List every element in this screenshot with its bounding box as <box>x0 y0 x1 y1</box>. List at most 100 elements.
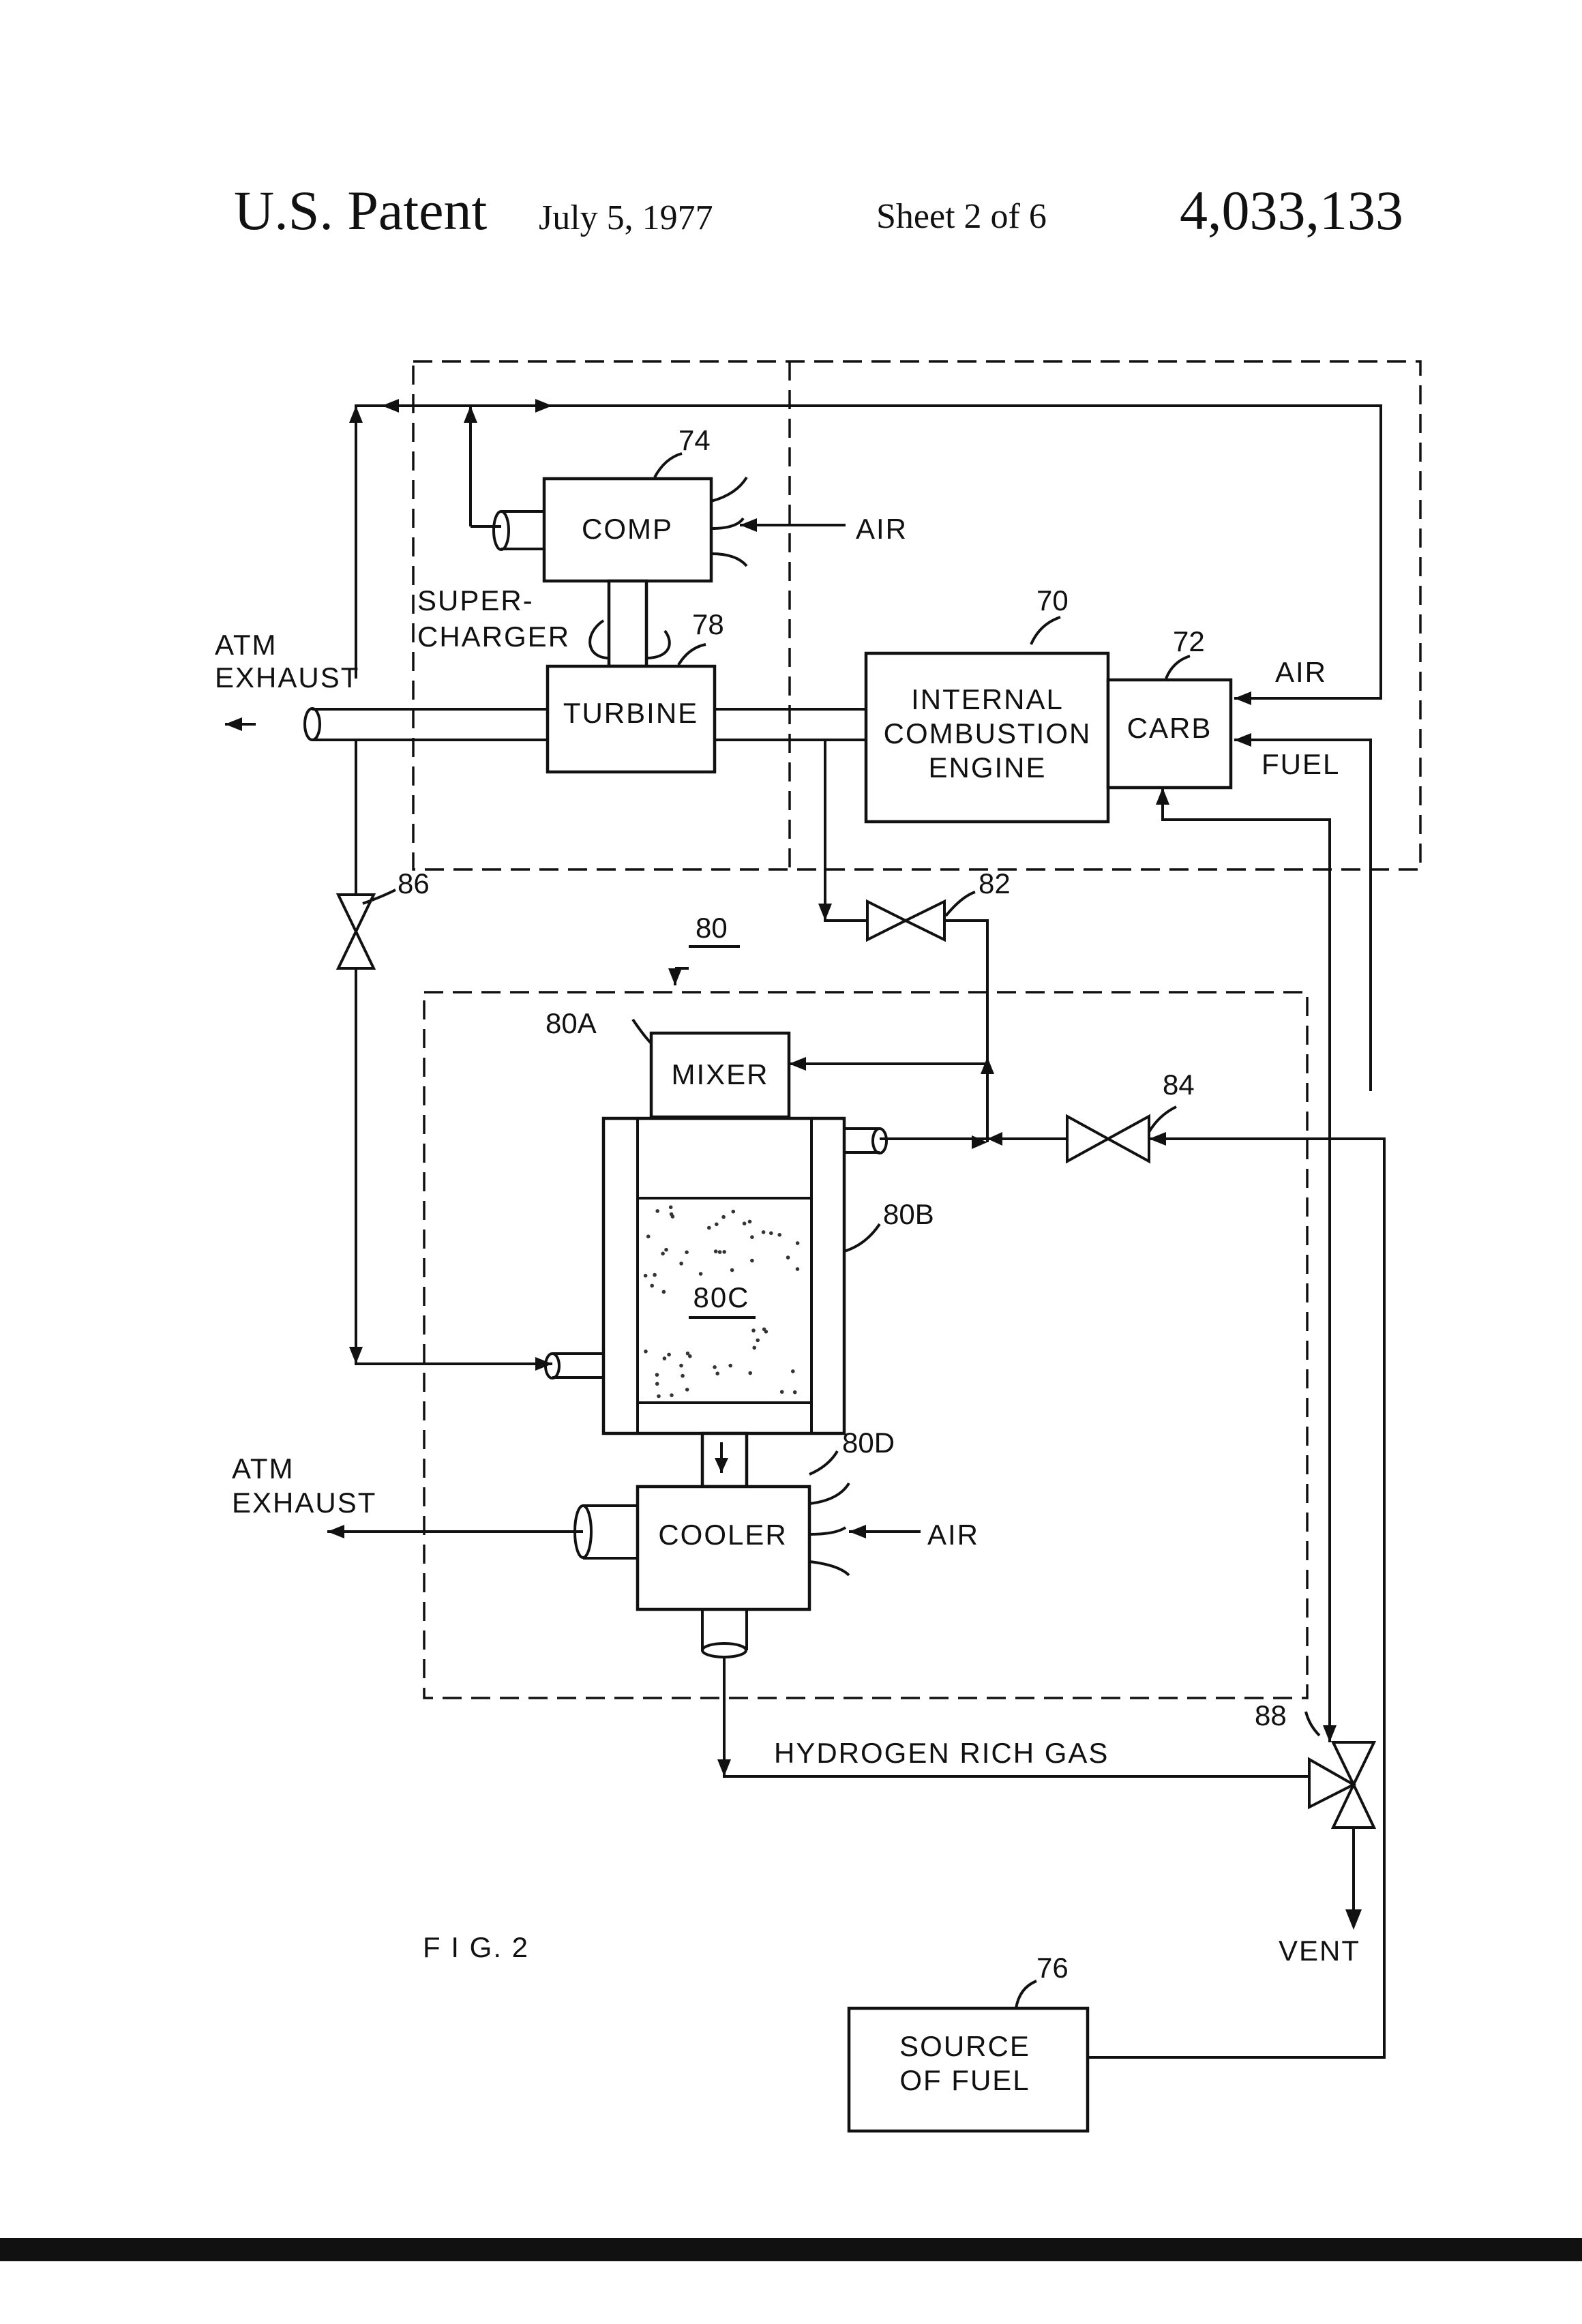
catalyst-speckle <box>762 1328 766 1332</box>
atm-exhaust-bottom-1: ATM <box>232 1452 295 1485</box>
ref-80: 80 <box>696 912 728 944</box>
catalyst-speckle <box>663 1356 667 1360</box>
hydrogen-rich-gas-label: HYDROGEN RICH GAS <box>774 1737 1109 1769</box>
catalyst-speckle <box>732 1210 736 1214</box>
valve-84 <box>1067 1116 1108 1161</box>
catalyst-speckle <box>661 1252 665 1256</box>
catalyst-speckle <box>718 1250 722 1254</box>
figure-caption: F I G. 2 <box>423 1931 529 1963</box>
catalyst-speckle <box>650 1284 654 1288</box>
cooler-label: COOLER <box>658 1519 787 1551</box>
catalyst-speckle <box>653 1273 657 1277</box>
catalyst-speckle <box>752 1346 756 1350</box>
catalyst-speckle <box>796 1241 800 1245</box>
ref-74: 74 <box>678 424 711 456</box>
ref-84: 84 <box>1163 1069 1195 1101</box>
catalyst-speckle <box>655 1209 659 1213</box>
catalyst-speckle <box>669 1206 673 1210</box>
ref-76: 76 <box>1036 1952 1069 1984</box>
ref-80a: 80A <box>546 1007 597 1039</box>
catalyst-speckle <box>751 1328 756 1332</box>
catalyst-speckle <box>679 1364 683 1368</box>
catalyst-speckle <box>748 1220 752 1224</box>
catalyst-speckle <box>662 1290 666 1294</box>
catalyst-speckle <box>750 1259 754 1263</box>
ref-86: 86 <box>398 867 430 899</box>
catalyst-speckle <box>644 1350 648 1354</box>
supercharger-label-2: CHARGER <box>417 621 570 653</box>
ref-72: 72 <box>1173 625 1205 657</box>
catalyst-speckle <box>791 1369 795 1373</box>
atm-exhaust-top-1: ATM <box>215 629 278 661</box>
air-comp-label: AIR <box>856 513 908 545</box>
valves <box>338 895 1374 1828</box>
mixer-label: MIXER <box>671 1058 768 1090</box>
catalyst-speckle <box>707 1226 711 1230</box>
valve-82 <box>867 902 906 940</box>
catalyst-speckle <box>780 1390 784 1394</box>
supercharger-shaft <box>609 581 646 666</box>
turbine-label: TURBINE <box>563 697 698 729</box>
ref-88: 88 <box>1255 1699 1287 1731</box>
catalyst-speckle <box>715 1223 719 1227</box>
catalyst-speckle <box>721 1215 726 1219</box>
reactor-bed-label: 80C <box>693 1281 749 1313</box>
catalyst-speckle <box>713 1365 717 1369</box>
catalyst-speckle <box>714 1249 718 1253</box>
engine-label-2: COMBUSTION <box>884 717 1092 749</box>
catalyst-speckle <box>686 1352 690 1356</box>
catalyst-speckle <box>655 1373 659 1377</box>
catalyst-speckle <box>646 1234 651 1238</box>
source-label-2: OF FUEL <box>899 2064 1030 2096</box>
catalyst-speckle <box>743 1221 747 1225</box>
comp-label: COMP <box>582 513 673 545</box>
fuel-supply-line <box>1088 1139 1384 2057</box>
catalyst-speckle <box>699 1272 703 1276</box>
catalyst-speckle <box>685 1251 689 1255</box>
valve-88 <box>1333 1742 1374 1785</box>
vent-label: VENT <box>1279 1935 1360 1967</box>
fuel-label: FUEL <box>1262 748 1340 780</box>
ref-82: 82 <box>979 867 1011 899</box>
supercharger-label-1: SUPER- <box>417 584 534 616</box>
catalyst-speckle <box>657 1395 661 1399</box>
catalyst-speckle <box>796 1267 800 1271</box>
catalyst-speckle <box>748 1371 752 1375</box>
catalyst-speckle <box>793 1390 797 1395</box>
catalyst-speckle <box>769 1232 773 1236</box>
air-cooler-label: AIR <box>927 1519 979 1551</box>
catalyst-speckle <box>728 1364 732 1368</box>
catalyst-speckle <box>644 1274 648 1278</box>
ref-78: 78 <box>692 608 724 640</box>
ref-70: 70 <box>1036 584 1069 616</box>
engine-label-1: INTERNAL <box>911 683 1064 715</box>
catalyst-speckle <box>730 1268 734 1272</box>
catalyst-speckle <box>655 1382 659 1386</box>
air-carb-label: AIR <box>1275 656 1327 688</box>
catalyst-speckle <box>664 1248 668 1252</box>
atm-exhaust-top-2: EXHAUST <box>215 661 359 694</box>
catalyst-speckle <box>679 1262 683 1266</box>
catalyst-speckle <box>777 1233 781 1237</box>
catalyst-speckle <box>670 1393 674 1397</box>
atm-exhaust-bottom-2: EXHAUST <box>232 1487 376 1519</box>
catalyst-speckle <box>750 1235 754 1239</box>
catalyst-speckle <box>756 1339 760 1343</box>
carb-label: CARB <box>1127 712 1212 744</box>
ref-80b: 80B <box>883 1198 934 1230</box>
ref-80d: 80D <box>842 1427 895 1459</box>
catalyst-speckle <box>685 1388 689 1392</box>
catalyst-speckle <box>762 1230 766 1234</box>
catalyst-speckle <box>681 1374 685 1378</box>
catalyst-speckle <box>670 1212 674 1217</box>
catalyst-speckle <box>722 1250 726 1254</box>
catalyst-speckle <box>715 1371 719 1375</box>
reactor-vessel-80b <box>603 1118 844 1433</box>
source-label-1: SOURCE <box>899 2030 1030 2062</box>
bottom-rule <box>0 2238 1582 2261</box>
engine-label-3: ENGINE <box>928 751 1046 784</box>
catalyst-speckle <box>667 1353 671 1357</box>
catalyst-speckle <box>786 1255 790 1260</box>
